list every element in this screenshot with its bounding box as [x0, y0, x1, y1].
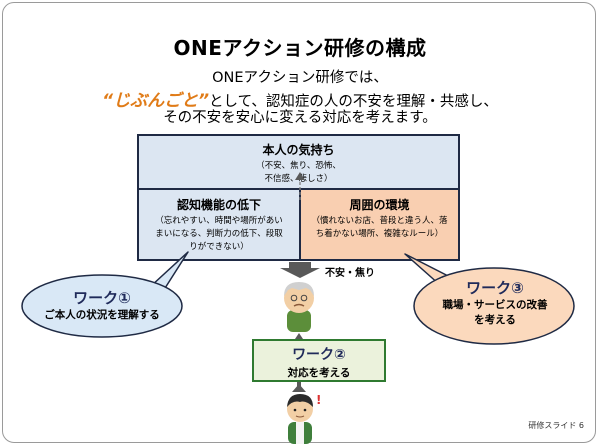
- work2-box: ワーク② 対応を考える: [252, 339, 386, 382]
- work3-desc-line-1: 職場・サービスの改善: [442, 299, 548, 311]
- work1-bubble: [21, 251, 189, 338]
- anxiety-label: 不安・焦り: [325, 268, 375, 279]
- cognitive-text: （忘れやすい、時間や場所があい まいになる、判断力の低下、段取 りができない）: [139, 215, 299, 254]
- up-arrow-icon: [295, 172, 305, 200]
- jibungoto-highlight: “じぶんごと”: [102, 91, 210, 111]
- feelings-heading: 本人の気持ち: [262, 143, 335, 157]
- intro-line-1: ONEアクション研修では、: [212, 70, 388, 86]
- work1-desc: ご本人の状況を理解する: [44, 309, 160, 321]
- environment-box: 周囲の環境 （慣れないお店、普段と違う人、落 ち着かない場所、複雑なルール）: [299, 188, 460, 261]
- slide-title: ONEアクション研修の構成: [173, 36, 427, 60]
- intro-line-2-rest: として、認知症の人の不安を理解・共感し、: [209, 94, 498, 110]
- work3-text: ワーク③ 職場・サービスの改善 を考える: [420, 277, 570, 328]
- cognitive-text-line-2: まいになる、判断力の低下、段取: [155, 229, 283, 239]
- work3-title: ワーク③: [466, 279, 524, 297]
- work1-title: ワーク①: [73, 289, 131, 307]
- environment-text-line-1: （慣れないお店、普段と違う人、落: [311, 216, 448, 226]
- intro-line-3: その不安を安心に変える対応を考えます。: [163, 110, 437, 126]
- slide-footer: 研修スライド 6: [528, 421, 584, 430]
- cognitive-text-line-3: りができない）: [189, 242, 249, 252]
- svg-text:!: !: [316, 393, 321, 407]
- staff-person-icon: !: [287, 393, 321, 444]
- elderly-person-icon: [284, 282, 314, 332]
- environment-heading: 周囲の環境: [349, 198, 410, 212]
- intro-line-2: “じぶんごと”として、認知症の人の不安を理解・共感し、: [0, 86, 600, 111]
- cognitive-heading: 認知機能の低下: [176, 198, 261, 212]
- work2-desc: 対応を考える: [287, 367, 351, 379]
- work3-bubble: [404, 253, 575, 345]
- down-arrow-icon: [280, 262, 320, 278]
- work1-text: ワーク① ご本人の状況を理解する: [28, 287, 176, 323]
- feelings-text-line-1: （不安、焦り、恐怖、: [256, 161, 341, 171]
- environment-text-line-2: ち着かない場所、複雑なルール）: [315, 229, 444, 239]
- work3-desc-line-2: を考える: [474, 314, 516, 326]
- environment-text: （慣れないお店、普段と違う人、落 ち着かない場所、複雑なルール）: [301, 215, 458, 241]
- cognitive-decline-box: 認知機能の低下 （忘れやすい、時間や場所があい まいになる、判断力の低下、段取 …: [137, 188, 301, 261]
- feelings-box: 本人の気持ち （不安、焦り、恐怖、 不信感、悲しさ）: [137, 134, 460, 192]
- cognitive-text-line-1: （忘れやすい、時間や場所があい: [155, 216, 283, 226]
- work2-title: ワーク②: [292, 347, 346, 363]
